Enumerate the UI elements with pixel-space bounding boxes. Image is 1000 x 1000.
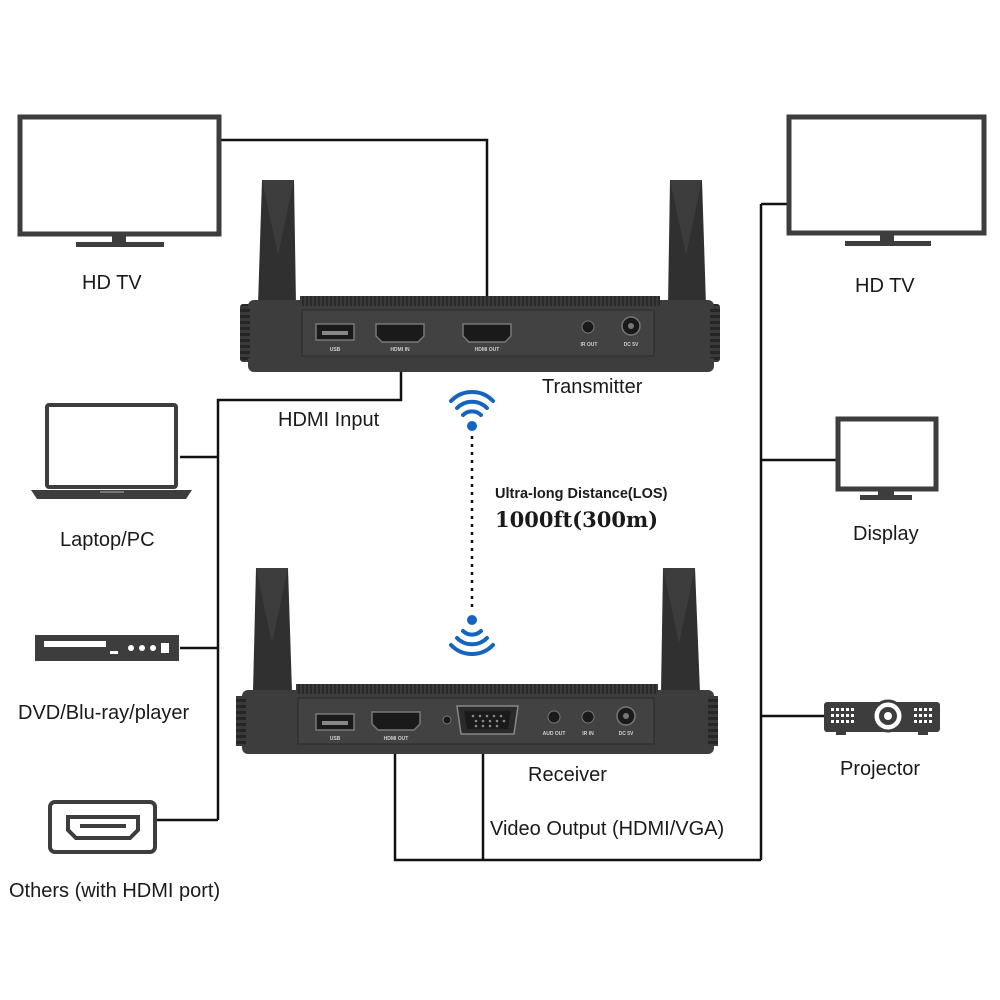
- tv-icon: [17, 114, 222, 247]
- display-monitor-icon: [835, 416, 939, 500]
- wireless-link: [449, 390, 495, 656]
- output-display-label: Display: [853, 523, 919, 545]
- transmitter-label: Transmitter: [542, 376, 643, 398]
- port-label: DC 5V: [619, 731, 634, 737]
- dvd-player-icon: [35, 635, 179, 661]
- line-tv-to-hdmi-out: [221, 138, 489, 324]
- audio-port-icon: [547, 710, 561, 724]
- laptop-icon: [31, 403, 192, 499]
- tv-icon: [786, 114, 987, 246]
- output-tv-label: HD TV: [855, 275, 915, 297]
- receiver-device: USB HDMI OUT AUD OUT IR IN DC 5V: [236, 568, 718, 754]
- port-label: DC 5V: [624, 342, 639, 348]
- indicator-light-icon: [442, 715, 452, 725]
- hdmi-port-icon: [371, 711, 421, 731]
- distance-value: 1000ft(300m): [495, 507, 659, 532]
- ir-port-icon: [581, 710, 595, 724]
- projector-icon: [824, 699, 940, 735]
- distance-title: Ultra-long Distance(LOS): [495, 486, 668, 502]
- wifi-icon-top: [449, 390, 495, 431]
- source-tv-label: HD TV: [82, 272, 142, 294]
- port-label: HDMI IN: [390, 347, 410, 353]
- port-label: USB: [330, 347, 341, 353]
- port-label: HDMI OUT: [384, 736, 409, 742]
- hdmi-port-icon: [375, 323, 425, 343]
- video-output-label: Video Output (HDMI/VGA): [490, 818, 725, 840]
- port-label: IR IN: [582, 731, 594, 737]
- source-dvd-label: DVD/Blu-ray/player: [18, 702, 190, 724]
- receiver-label: Receiver: [528, 764, 607, 786]
- transmitter-device: USB HDMI IN HDMI OUT IR OUT DC 5V: [240, 180, 720, 372]
- port-label: HDMI OUT: [475, 347, 500, 353]
- source-laptop-label: Laptop/PC: [60, 529, 155, 551]
- ir-port-icon: [581, 320, 595, 334]
- wifi-icon-bottom: [449, 615, 495, 656]
- port-label: AUD OUT: [543, 731, 566, 737]
- source-others-label: Others (with HDMI port): [9, 880, 221, 902]
- hdmi-port-icon: [462, 323, 512, 343]
- hdmi-device-icon: [48, 800, 157, 854]
- connection-lines: [155, 138, 836, 862]
- port-label: USB: [330, 736, 341, 742]
- line-receiver-hdmi-out: [393, 752, 761, 862]
- output-projector-label: Projector: [840, 758, 921, 780]
- hdmi-input-label: HDMI Input: [278, 409, 380, 431]
- line-hdmi-in-to-sources: [216, 346, 403, 820]
- port-label: IR OUT: [581, 342, 598, 348]
